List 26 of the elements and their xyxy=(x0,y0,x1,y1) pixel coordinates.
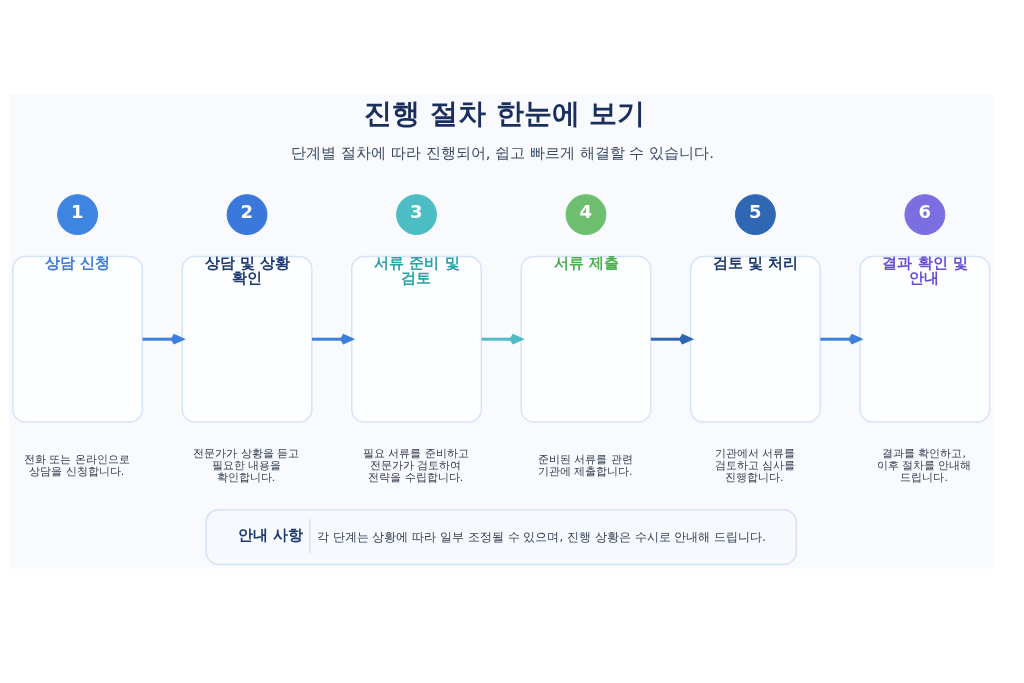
node-label: 준비된 서류를 관련 기관에 제출합니다. xyxy=(537,452,633,478)
label: 단계별 절차에 따라 진행되어, 쉽고 빠르게 해결할 수 있습니다. xyxy=(291,143,714,162)
arrow xyxy=(650,333,692,345)
node-box: 서류 준비 및 검토 xyxy=(350,255,483,423)
node-box: 안내 사항 각 단계는 상황에 따라 일부 조정될 수 있으며, 진행 상황은 수시로 안내해 드립니다. xyxy=(205,508,798,565)
node-box: 서류 제출 xyxy=(520,255,652,423)
node-box: 검토 및 처리 xyxy=(689,255,821,423)
node-box: 결과 확인 및 안내 xyxy=(859,255,991,423)
arrow xyxy=(311,333,354,345)
node-label: 필요 서류를 준비하고 전문가가 검토하여 전략을 수립합니다. xyxy=(362,446,469,484)
node-circle: 2 xyxy=(226,193,268,235)
node-box: 상담 신청 xyxy=(12,255,144,423)
node-circle: 1 xyxy=(57,193,99,235)
diagram-title: 진행 절차 한눈에 보기 xyxy=(364,96,646,130)
node-circle: 4 xyxy=(565,193,607,235)
node-label: 전문가가 상황을 듣고 필요한 내용을 확인합니다. xyxy=(193,446,300,484)
node-label: 기관에서 서류를 검토하고 심사를 진행합니다. xyxy=(714,446,796,484)
node-label: 결과를 확인하고, 이후 절차를 안내해 드립니다. xyxy=(876,446,972,484)
node-circle: 3 xyxy=(396,193,437,235)
node-circle: 5 xyxy=(735,193,776,235)
arrow xyxy=(142,333,184,345)
node-circle: 6 xyxy=(904,193,946,235)
node-box: 상담 및 상황 확인 xyxy=(181,255,313,423)
arrow xyxy=(481,333,523,345)
arrow xyxy=(820,333,862,345)
node-label: 전화 또는 온라인으로 상담을 신청합니다. xyxy=(23,452,130,478)
